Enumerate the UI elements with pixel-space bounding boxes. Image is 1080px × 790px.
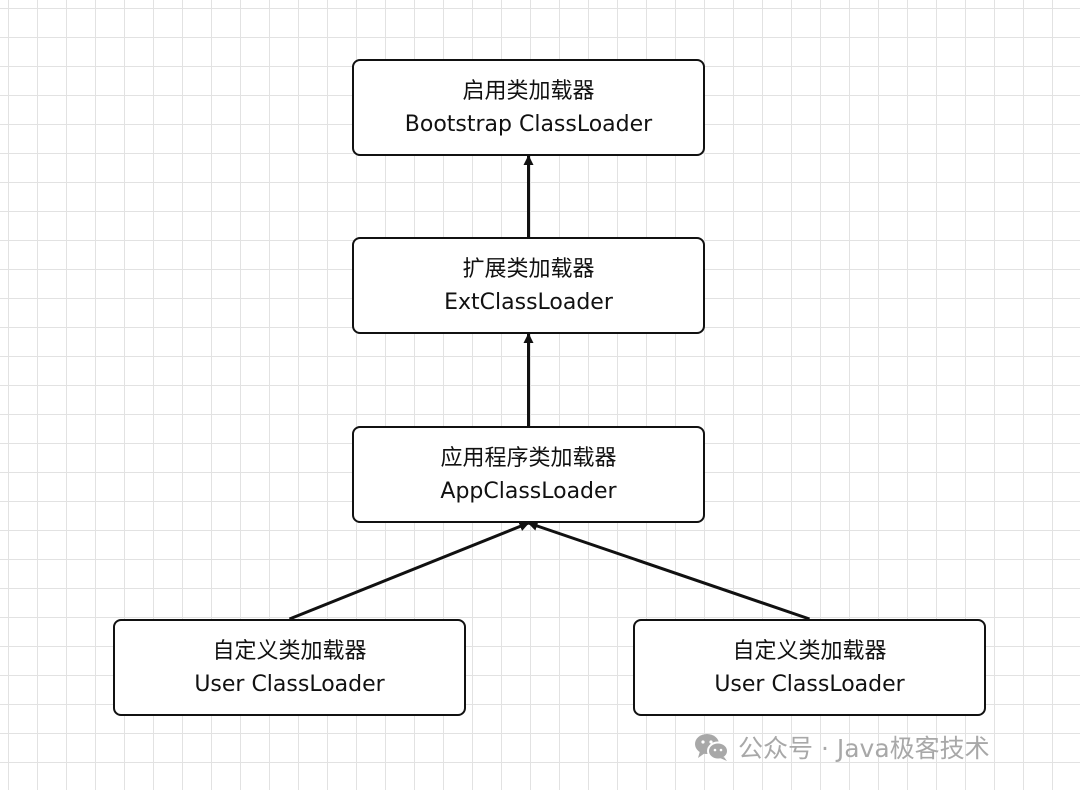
watermark-text: 公众号 · Java极客技术 xyxy=(738,734,990,763)
node-name: AppClassLoader xyxy=(440,478,617,504)
watermark: 公众号 · Java极客技术 xyxy=(694,727,990,767)
node-title: 自定义类加载器 xyxy=(732,638,887,664)
node-name: Bootstrap ClassLoader xyxy=(404,111,653,137)
ext-classloader-node: 扩展类加载器 ExtClassLoader xyxy=(352,237,705,334)
wechat-icon xyxy=(695,734,729,761)
user-classloader-left-node: 自定义类加载器 User ClassLoader xyxy=(113,619,466,716)
node-title: 自定义类加载器 xyxy=(212,638,367,664)
node-title: 应用程序类加载器 xyxy=(440,445,617,471)
arrow-user_left-to-app xyxy=(288,521,530,621)
node-title: 启用类加载器 xyxy=(462,78,595,104)
arrow-user_right-to-app xyxy=(527,521,810,621)
node-name: ExtClassLoader xyxy=(444,289,613,315)
user-classloader-right-node: 自定义类加载器 User ClassLoader xyxy=(633,619,986,716)
node-title: 扩展类加载器 xyxy=(462,256,595,282)
app-classloader-node: 应用程序类加载器 AppClassLoader xyxy=(352,426,705,523)
bootstrap-classloader-node: 启用类加载器 Bootstrap ClassLoader xyxy=(352,59,705,156)
node-name: User ClassLoader xyxy=(714,671,905,697)
node-name: User ClassLoader xyxy=(194,671,385,697)
